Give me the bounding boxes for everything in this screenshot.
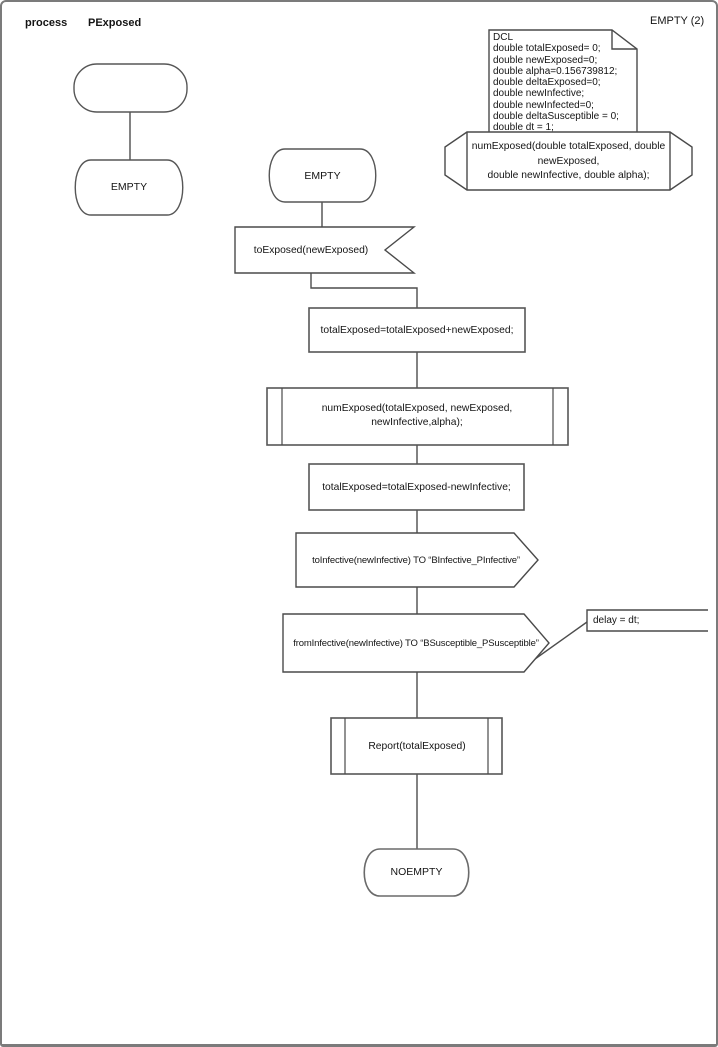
page-label: EMPTY (2) [650,15,705,27]
state-empty-left-label: EMPTY [110,181,148,193]
comment-delay-label: delay = dt; [593,615,640,626]
state-symbol-empty-mid[interactable] [268,148,377,203]
input-toexposed-label: toExposed(newExposed) [253,245,369,256]
dcl-text-symbol[interactable] [488,29,638,151]
process-name: PExposed [88,17,142,29]
task-symbol-sub[interactable] [308,463,525,511]
task-symbol-add[interactable] [308,307,526,353]
procedure-declaration-symbol[interactable] [444,131,693,191]
output-symbol-toinfective[interactable] [295,532,539,588]
output-symbol-frominfective[interactable] [282,613,550,673]
state-empty-mid-label: EMPTY [304,170,341,182]
state-noempty-label: NOEMPTY [390,866,443,878]
flow-connectors [129,112,418,849]
call-numexposed-label: numExposed(totalExposed, newExposed, new… [321,403,513,428]
procedure-signature-label: numExposed(double totalExposed, double n… [471,141,666,181]
output-toinfective-label: toInfective(newInfective) TO “BInfective… [312,555,520,566]
diagram-kind-keyword: process [25,17,68,29]
call-report-label: Report(totalExposed) [368,741,466,752]
state-symbol-empty-left[interactable] [74,159,184,216]
procedure-call-numexposed[interactable] [266,387,569,446]
comment-link-line [534,621,588,660]
folded-corner-icon [611,30,637,50]
input-symbol-toexposed[interactable] [234,226,417,274]
output-frominfective-label: fromInfective(newInfective) TO “BSuscept… [293,638,539,649]
task-add-label: totalExposed=totalExposed+newExposed; [320,325,514,336]
procedure-call-report[interactable] [330,717,503,775]
state-symbol-noempty[interactable] [363,848,470,897]
start-symbol[interactable] [73,63,188,113]
task-sub-label: totalExposed=totalExposed-newInfective; [322,482,511,493]
dcl-declarations-text: DCL double totalExposed= 0; double newEx… [493,32,619,134]
comment-symbol[interactable] [586,609,708,632]
